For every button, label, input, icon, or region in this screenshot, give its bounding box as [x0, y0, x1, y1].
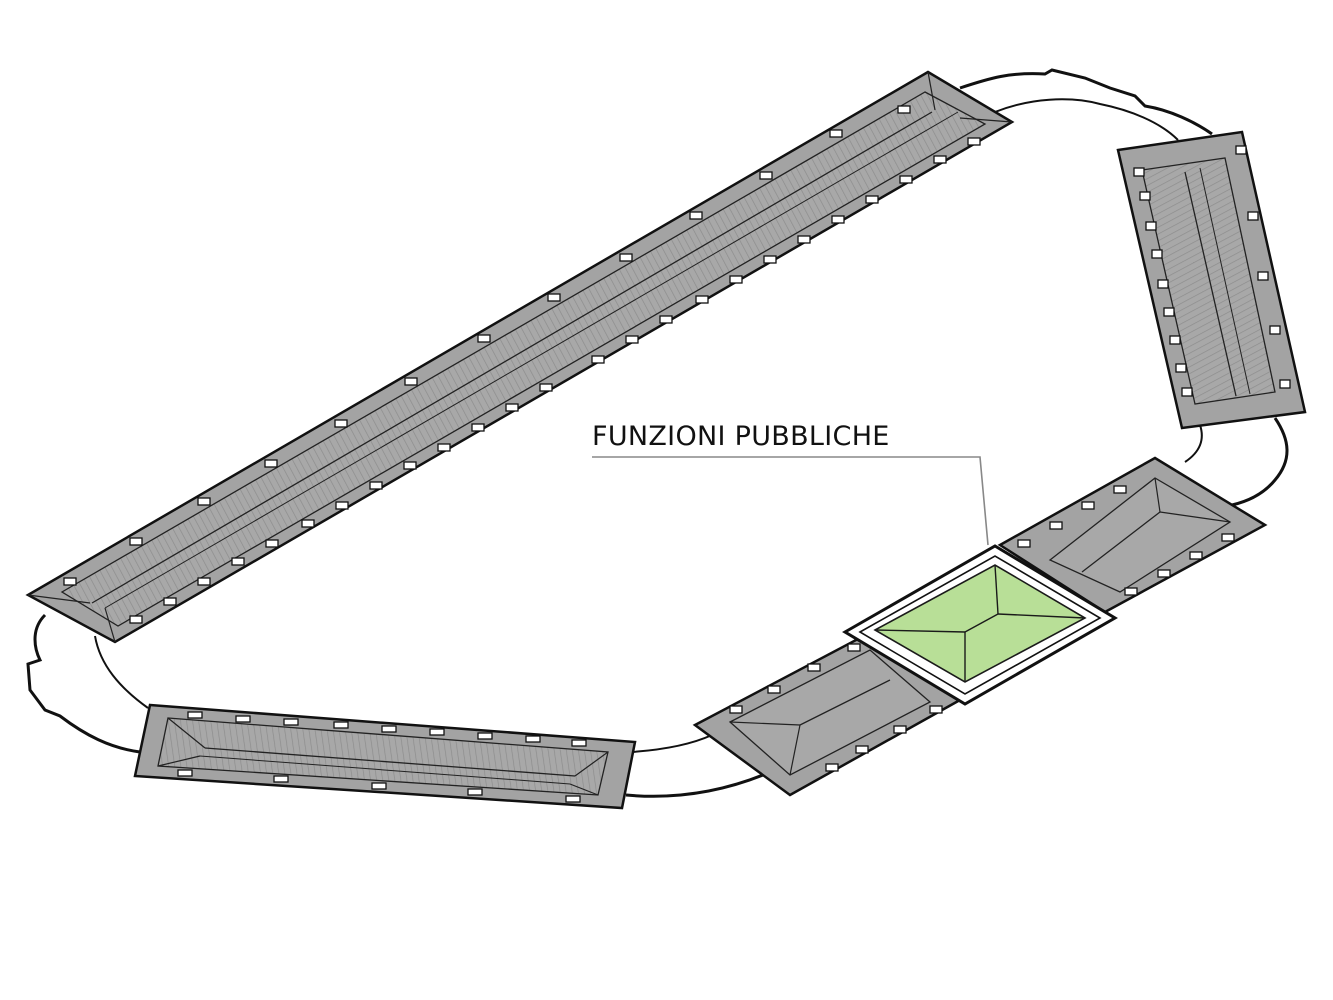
- central-pavilion-ridge: [964, 613, 999, 633]
- central-pavilion-hip-n: [994, 564, 999, 615]
- south-west-wing-dormers: [177, 711, 587, 803]
- south-east-wing-ridge: [1081, 511, 1161, 573]
- walkway-north-curve: [959, 68, 1213, 136]
- walkway-south-curve: [625, 768, 776, 798]
- long-wing-hip-ne: [927, 71, 936, 111]
- walkway-west-curve-inner: [94, 635, 149, 709]
- long-wing-hip-sw: [104, 607, 116, 643]
- south-wing-roof-inner: [728, 649, 932, 776]
- long-wing-roof-ridge: [60, 91, 987, 627]
- long-north-east-wing: [25, 70, 1015, 644]
- walkway-north-curve-inner: [994, 98, 1179, 141]
- south-west-wing-ridge: [204, 747, 576, 777]
- east-wing-ridge-line-2: [1199, 167, 1251, 395]
- south-east-wing-hip-1: [1154, 477, 1161, 513]
- central-pavilion-hip-w: [874, 629, 966, 633]
- walkway-ring: [26, 68, 1289, 798]
- south-west-wing-hip-1: [167, 717, 206, 749]
- long-wing-dormers-north: [63, 105, 911, 586]
- annotation-label: FUNZIONI PUBBLICHE: [592, 421, 890, 452]
- central-pavilion: [842, 544, 1118, 706]
- east-wing-dormers: [1133, 145, 1291, 397]
- east-wing-ridge-line: [1184, 171, 1237, 397]
- walkway-west-curve: [26, 613, 141, 754]
- south-east-wing-dormers: [1017, 485, 1235, 596]
- south-wing: [692, 628, 963, 797]
- south-wing-hip-2: [789, 724, 801, 776]
- long-wing-hip-se: [959, 117, 1013, 123]
- south-west-wing-ridge-2: [199, 755, 571, 785]
- south-east-wing-hip-2: [1159, 511, 1231, 523]
- south-west-wing: [133, 703, 637, 810]
- south-wing-hip-1: [729, 721, 801, 726]
- walkway-south-curve-inner: [631, 734, 713, 753]
- long-wing-ridge-line: [91, 111, 933, 604]
- south-wing-ridge: [799, 679, 891, 726]
- walkway-east-curve-inner: [1184, 424, 1203, 463]
- long-wing-dormers-south: [129, 137, 981, 624]
- long-wing-hip-nw: [27, 594, 91, 604]
- long-wing-ridge-line-2: [104, 111, 959, 609]
- central-pavilion-inner-frame: [858, 555, 1102, 695]
- walkway-east-curve: [1231, 417, 1289, 507]
- south-west-wing-hip-2: [157, 755, 201, 767]
- south-west-wing-hip-3: [574, 751, 609, 777]
- south-west-wing-hip-4: [569, 783, 599, 796]
- east-wing-roof-inner: [1141, 157, 1276, 405]
- central-pavilion-hip-e: [997, 613, 1086, 619]
- east-short-wing: [1116, 130, 1307, 430]
- annotation-leader-line: [592, 456, 989, 546]
- south-wing-dormers: [729, 643, 943, 772]
